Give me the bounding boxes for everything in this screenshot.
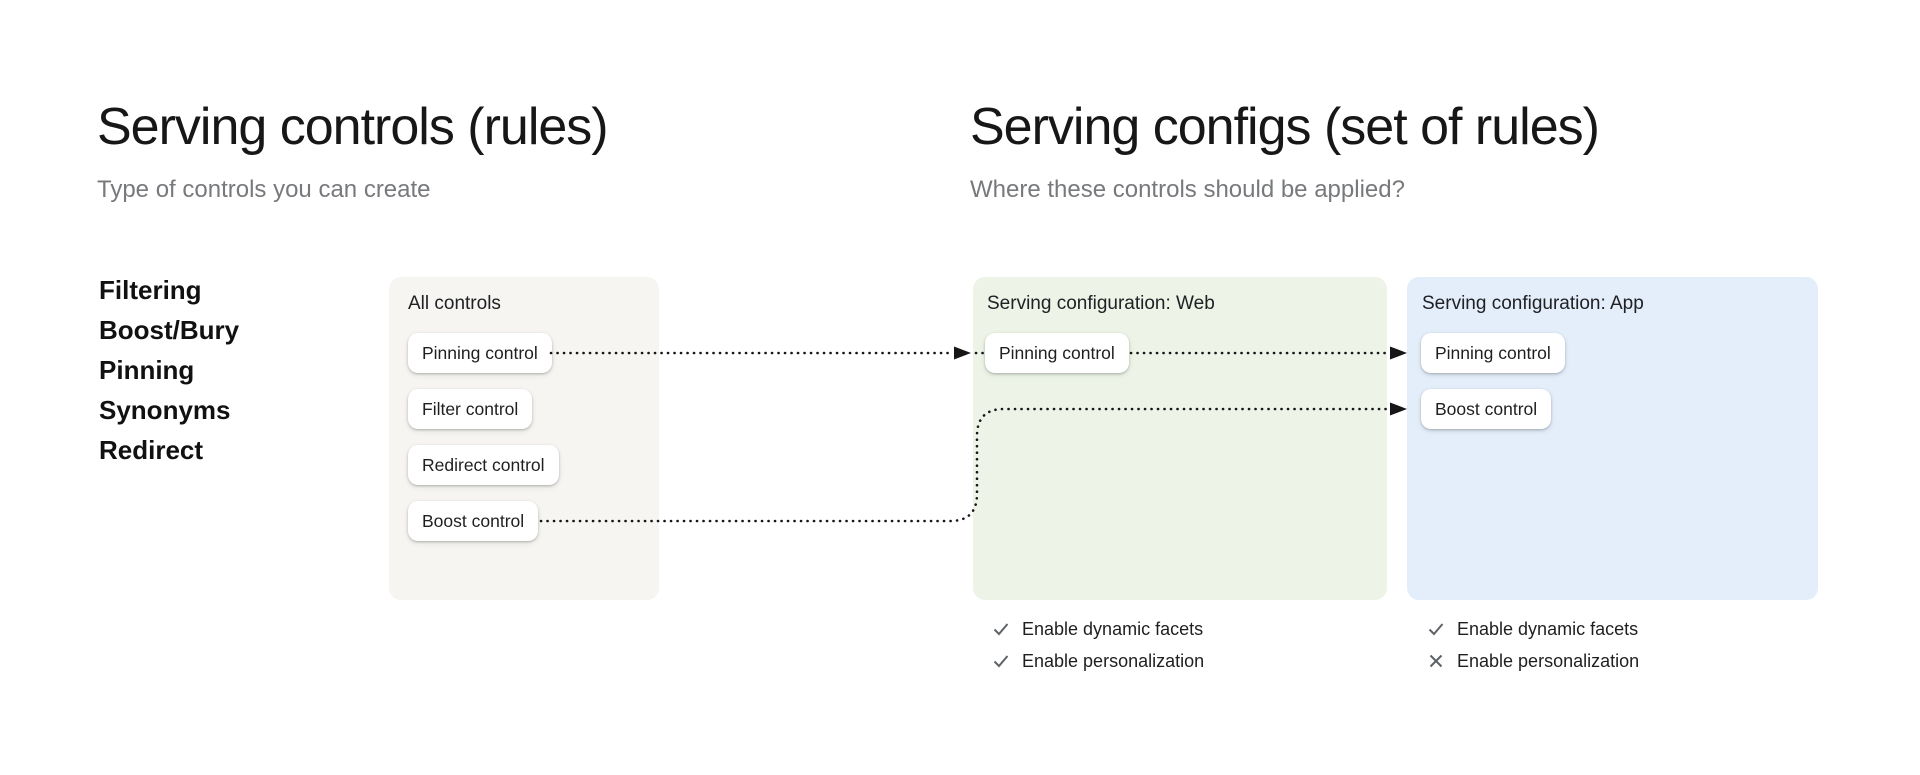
all-controls-card-label: All controls [408,293,501,314]
left-section-header: Serving controls (rules) Type of control… [97,98,609,204]
page-subtitle-configs: Where these controls should be applied? [970,176,1405,203]
arrowhead-app-boost [1390,402,1407,416]
control-type-redirect: Redirect [99,435,204,465]
page-title-controls: Serving controls (rules) [97,98,609,156]
web-feature-personalization: Enable personalization [991,648,1204,674]
control-type-list: Filtering Boost/Bury Pinning Synonyms Re… [99,270,239,470]
feature-label: Enable dynamic facets [1022,618,1204,639]
feature-label: Enable personalization [1022,650,1205,671]
app-config-card: Serving configuration: App Pinning contr… [1407,277,1818,600]
redirect-control-chip[interactable]: Redirect control [408,445,559,485]
filter-control-chip[interactable]: Filter control [408,389,533,429]
web-pinning-control-chip[interactable]: Pinning control [985,333,1129,373]
control-type-filtering: Filtering [99,275,202,305]
check-icon [1428,623,1444,636]
all-controls-card: All controls Pinning control Filter cont… [389,277,659,600]
web-feature-list: Enable dynamic facets Enable personaliza… [991,616,1204,680]
page-subtitle-controls: Type of controls you can create [97,176,431,203]
app-feature-list: Enable dynamic facets Enable personaliza… [1426,616,1639,680]
control-type-boost-bury: Boost/Bury [99,315,240,345]
boost-control-chip[interactable]: Boost control [408,501,539,541]
arrowhead-app-pinning [1390,346,1407,360]
feature-label: Enable personalization [1457,650,1640,671]
control-type-synonyms: Synonyms [99,395,231,425]
app-config-card-label: Serving configuration: App [1422,293,1644,314]
web-config-card-label: Serving configuration: Web [987,293,1215,314]
check-icon [993,655,1009,668]
app-pinning-control-chip[interactable]: Pinning control [1421,333,1565,373]
app-feature-dynamic-facets: Enable dynamic facets [1426,616,1639,642]
x-icon [1429,654,1443,668]
web-config-card: Serving configuration: Web Pinning contr… [973,277,1387,600]
control-type-pinning: Pinning [99,355,195,385]
right-section-header: Serving configs (set of rules) Where the… [970,98,1600,204]
feature-label: Enable dynamic facets [1457,618,1639,639]
web-feature-dynamic-facets: Enable dynamic facets [991,616,1204,642]
arrowhead-web-pinning [954,346,971,360]
check-icon [993,623,1009,636]
app-boost-control-chip[interactable]: Boost control [1421,389,1552,429]
pinning-control-chip[interactable]: Pinning control [408,333,552,373]
page-title-configs: Serving configs (set of rules) [970,98,1600,156]
app-feature-personalization: Enable personalization [1426,648,1639,674]
